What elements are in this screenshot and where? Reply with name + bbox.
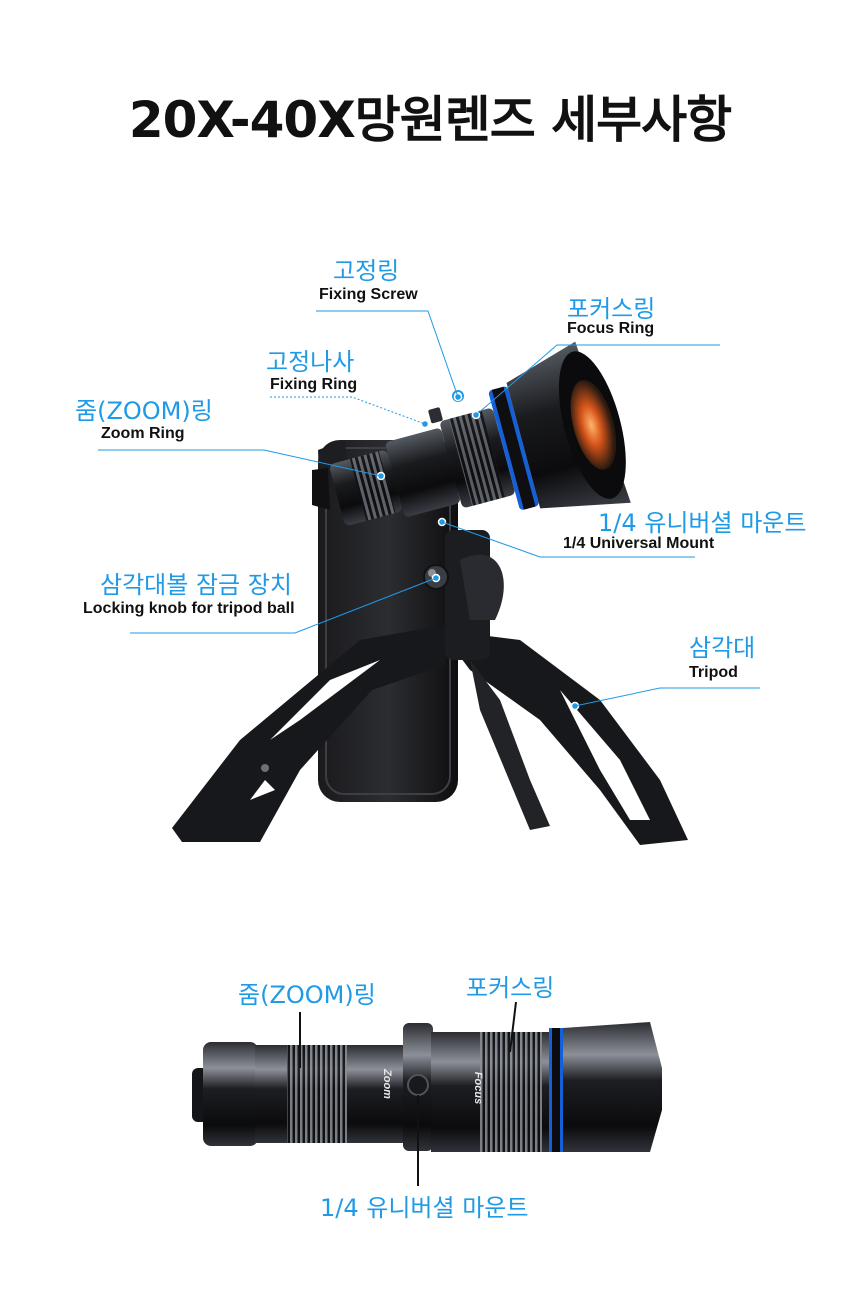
tripod-ball-head <box>423 530 504 660</box>
label-fixing-screw-en: Fixing Screw <box>319 286 418 303</box>
label-universal-mount-en: 1/4 Universal Mount <box>563 535 715 552</box>
engraving-zoom: Zoom <box>380 1069 393 1099</box>
label-fixing-ring-ko: 고정나사 <box>266 348 355 376</box>
label-fixing-screw-ko: 고정링 <box>333 257 400 285</box>
label-universal-mount-ko: 1/4 유니버셜 마운트 <box>598 509 807 537</box>
page-title: 20X-40X망원렌즈 세부사항 <box>128 91 732 149</box>
label-tripod-ko: 삼각대 <box>689 634 756 662</box>
label-locking-knob-ko: 삼각대볼 잠금 장치 <box>100 571 292 599</box>
detail-label-focus-ring: 포커스링 <box>466 974 555 1002</box>
label-focus-ring-en: Focus Ring <box>567 320 655 337</box>
label-tripod-en: Tripod <box>689 664 738 681</box>
label-zoom-ring-ko: 줌(ZOOM)링 <box>75 397 213 425</box>
telephoto-lens <box>329 341 631 526</box>
label-locking-knob-en: Locking knob for tripod ball <box>83 600 295 617</box>
label-zoom-ring-en: Zoom Ring <box>101 425 185 442</box>
label-focus-ring-ko: 포커스링 <box>567 295 656 323</box>
tripod-legs <box>172 625 688 845</box>
engraving-focus: Focus <box>472 1071 485 1105</box>
detail-label-zoom-ring: 줌(ZOOM)링 <box>238 981 376 1009</box>
detail-label-universal-mount: 1/4 유니버셜 마운트 <box>320 1194 529 1222</box>
label-fixing-ring-en: Fixing Ring <box>270 376 358 393</box>
